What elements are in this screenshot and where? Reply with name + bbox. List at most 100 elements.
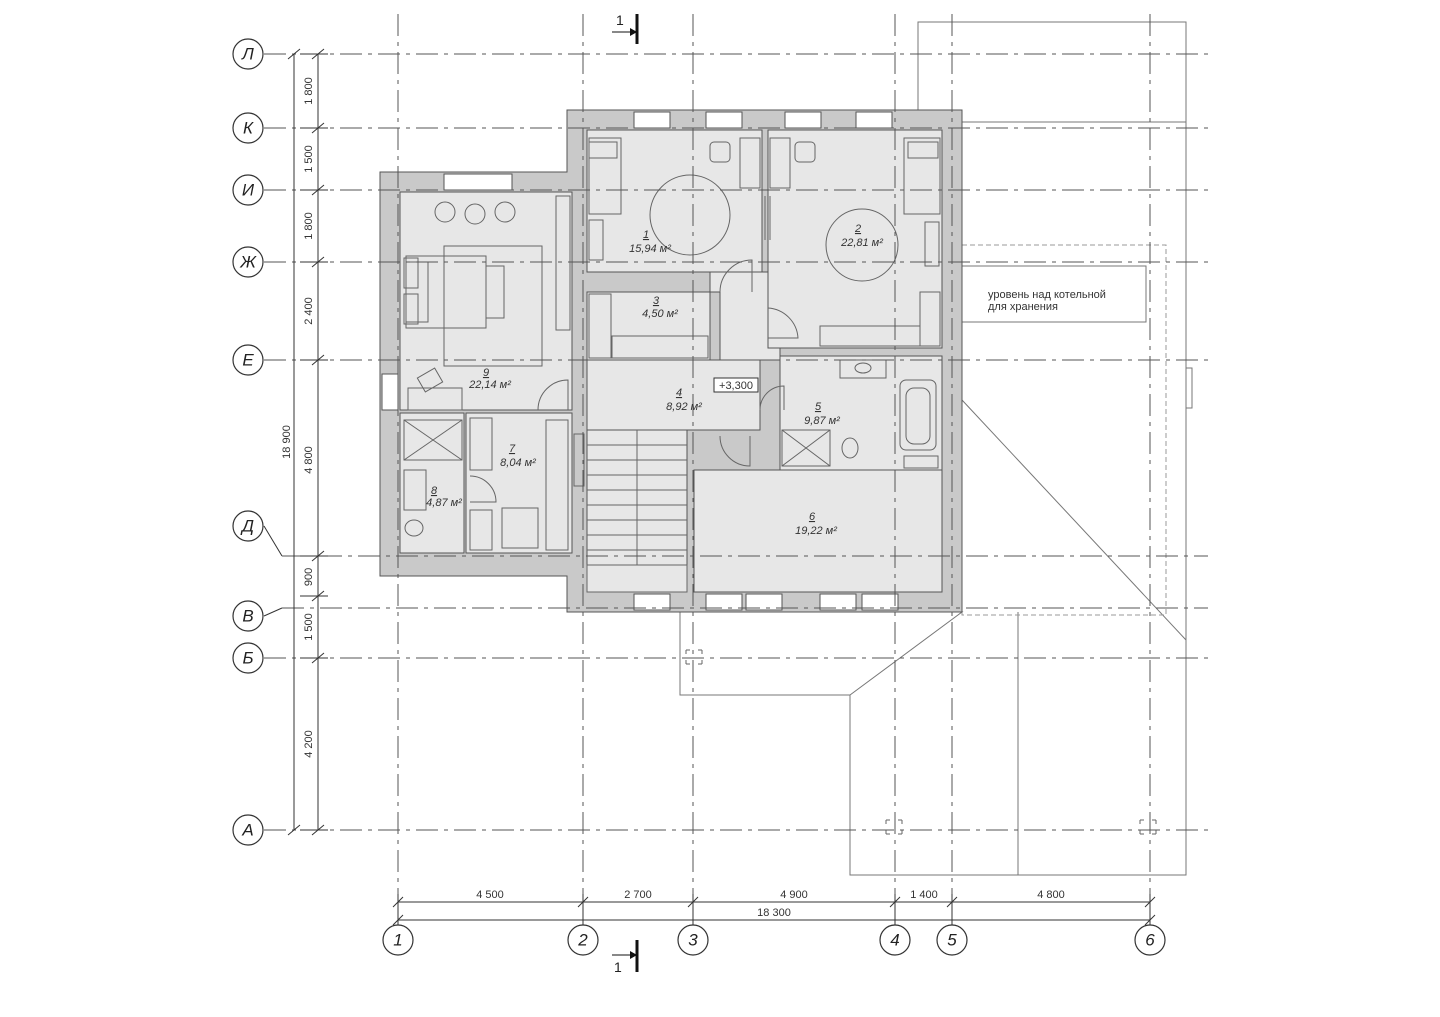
axis-marker-col-6: 6 [1134,924,1166,956]
svg-text:И: И [242,181,255,200]
dim-tick-total-bottom [287,824,301,836]
axis-marker-row-Zh: Ж [232,246,264,278]
bed-icon [588,137,622,215]
windows [381,111,899,611]
toilet-icon [404,519,424,537]
armchair-icon [494,201,516,223]
dim-2-3: 2 700 [624,889,652,901]
axis-marker-row-E: Е [232,344,264,376]
stairs-icon [586,430,688,593]
dimension-lines [287,48,1156,926]
room-2 [767,129,943,349]
svg-text:3: 3 [653,295,660,307]
bed-icon [903,137,941,215]
level-mark: +3,300 [713,377,759,393]
room-6 [693,469,943,593]
axis-marker-row-I: И [232,174,264,206]
axis-marker-row-A: А [232,814,264,846]
column-axis-markers: 1 2 3 4 5 6 [382,924,1166,956]
door-icon [759,385,785,411]
storage-note-line1: уровень над котельной [988,289,1106,301]
shower-icon [403,419,463,461]
room-label-5: 5 9,87 м² [804,401,840,427]
rug-icon [443,245,543,367]
dim-K-I: 1 500 [303,145,315,173]
svg-text:19,22 м²: 19,22 м² [795,525,837,537]
axis-marker-col-3: 3 [677,924,709,956]
svg-text:22,14 м²: 22,14 м² [468,379,511,391]
door-icon [469,475,497,503]
room-5 [779,355,943,471]
room-1 [586,129,763,273]
armchair-icon [434,201,456,223]
room-label-3: 34,50 м² [642,295,678,320]
dim-tick-total-left [392,914,404,926]
wardrobe-icon [545,419,569,551]
room-8 [399,412,465,554]
room-labels: 115,94 м² 222,81 м² 34,50 м² 48,92 м² 59… [426,223,883,537]
storage-note-line2: для хранения [988,301,1058,313]
section-label-top: 1 [616,12,624,28]
room-label-6: 619,22 м² [795,511,837,537]
rug-icon [825,208,899,282]
dim-B-A: 4 200 [303,730,315,758]
svg-text:4: 4 [890,931,899,950]
bathtub-icon [899,379,937,451]
sink-icon [854,362,872,374]
dim-Zh-E: 2 400 [303,297,315,325]
dim-horizontal-total: 18 300 [757,907,791,919]
dim-5-6: 4 800 [1037,889,1065,901]
svg-text:9,87 м²: 9,87 м² [804,415,840,427]
svg-text:8: 8 [431,485,438,497]
dim-V-B: 1 500 [303,613,315,641]
svg-text:15,94 м²: 15,94 м² [629,243,671,255]
svg-text:7: 7 [509,443,516,455]
svg-text:Л: Л [241,45,254,64]
desk-icon [739,137,761,189]
svg-text:9: 9 [483,367,489,379]
axis-marker-row-K: К [232,112,264,144]
axis-leader-row-D [263,525,283,557]
door-icon [537,379,569,411]
room-label-1: 115,94 м² [629,229,671,255]
svg-text:4: 4 [676,387,682,399]
svg-text:4,87 м²: 4,87 м² [426,497,462,509]
dim-I-Zh: 1 800 [303,212,315,240]
svg-text:Б: Б [242,649,253,668]
furniture [403,137,941,593]
room-label-4: 48,92 м² [666,387,702,413]
rug-icon [649,174,731,256]
svg-text:А: А [241,821,253,840]
room-label-9: 922,14 м² [468,367,511,391]
svg-text:В: В [242,607,253,626]
rooms [399,129,943,593]
roof-marker-icon [685,649,1157,835]
room-7 [465,412,573,554]
svg-text:4,50 м²: 4,50 м² [642,308,678,320]
dim-D-V: 900 [303,568,315,586]
svg-text:3: 3 [688,931,698,950]
axis-marker-row-V: В [232,600,264,632]
svg-text:5: 5 [815,401,822,413]
axis-marker-row-D: Д [232,510,264,542]
dim-E-D: 4 800 [303,446,315,474]
dim-L-K: 1 800 [303,77,315,105]
door-icon [719,259,753,293]
axis-marker-row-L: Л [232,38,264,70]
room-label-7: 78,04 м² [500,443,536,469]
section-label-bottom: 1 [614,959,622,975]
axis-marker-row-B: Б [232,642,264,674]
shower-icon [781,429,831,467]
door-icon [719,435,751,467]
dim-3-4: 4 900 [780,889,808,901]
desk-icon [407,387,463,411]
axis-marker-col-5: 5 [936,924,968,956]
door-icon [767,307,799,339]
table-icon [464,203,486,225]
axis-lines [263,14,1208,924]
desk-icon [769,137,791,189]
svg-text:5: 5 [947,931,957,950]
toilet-icon [841,437,859,459]
dim-tick-total-right [1144,914,1156,926]
